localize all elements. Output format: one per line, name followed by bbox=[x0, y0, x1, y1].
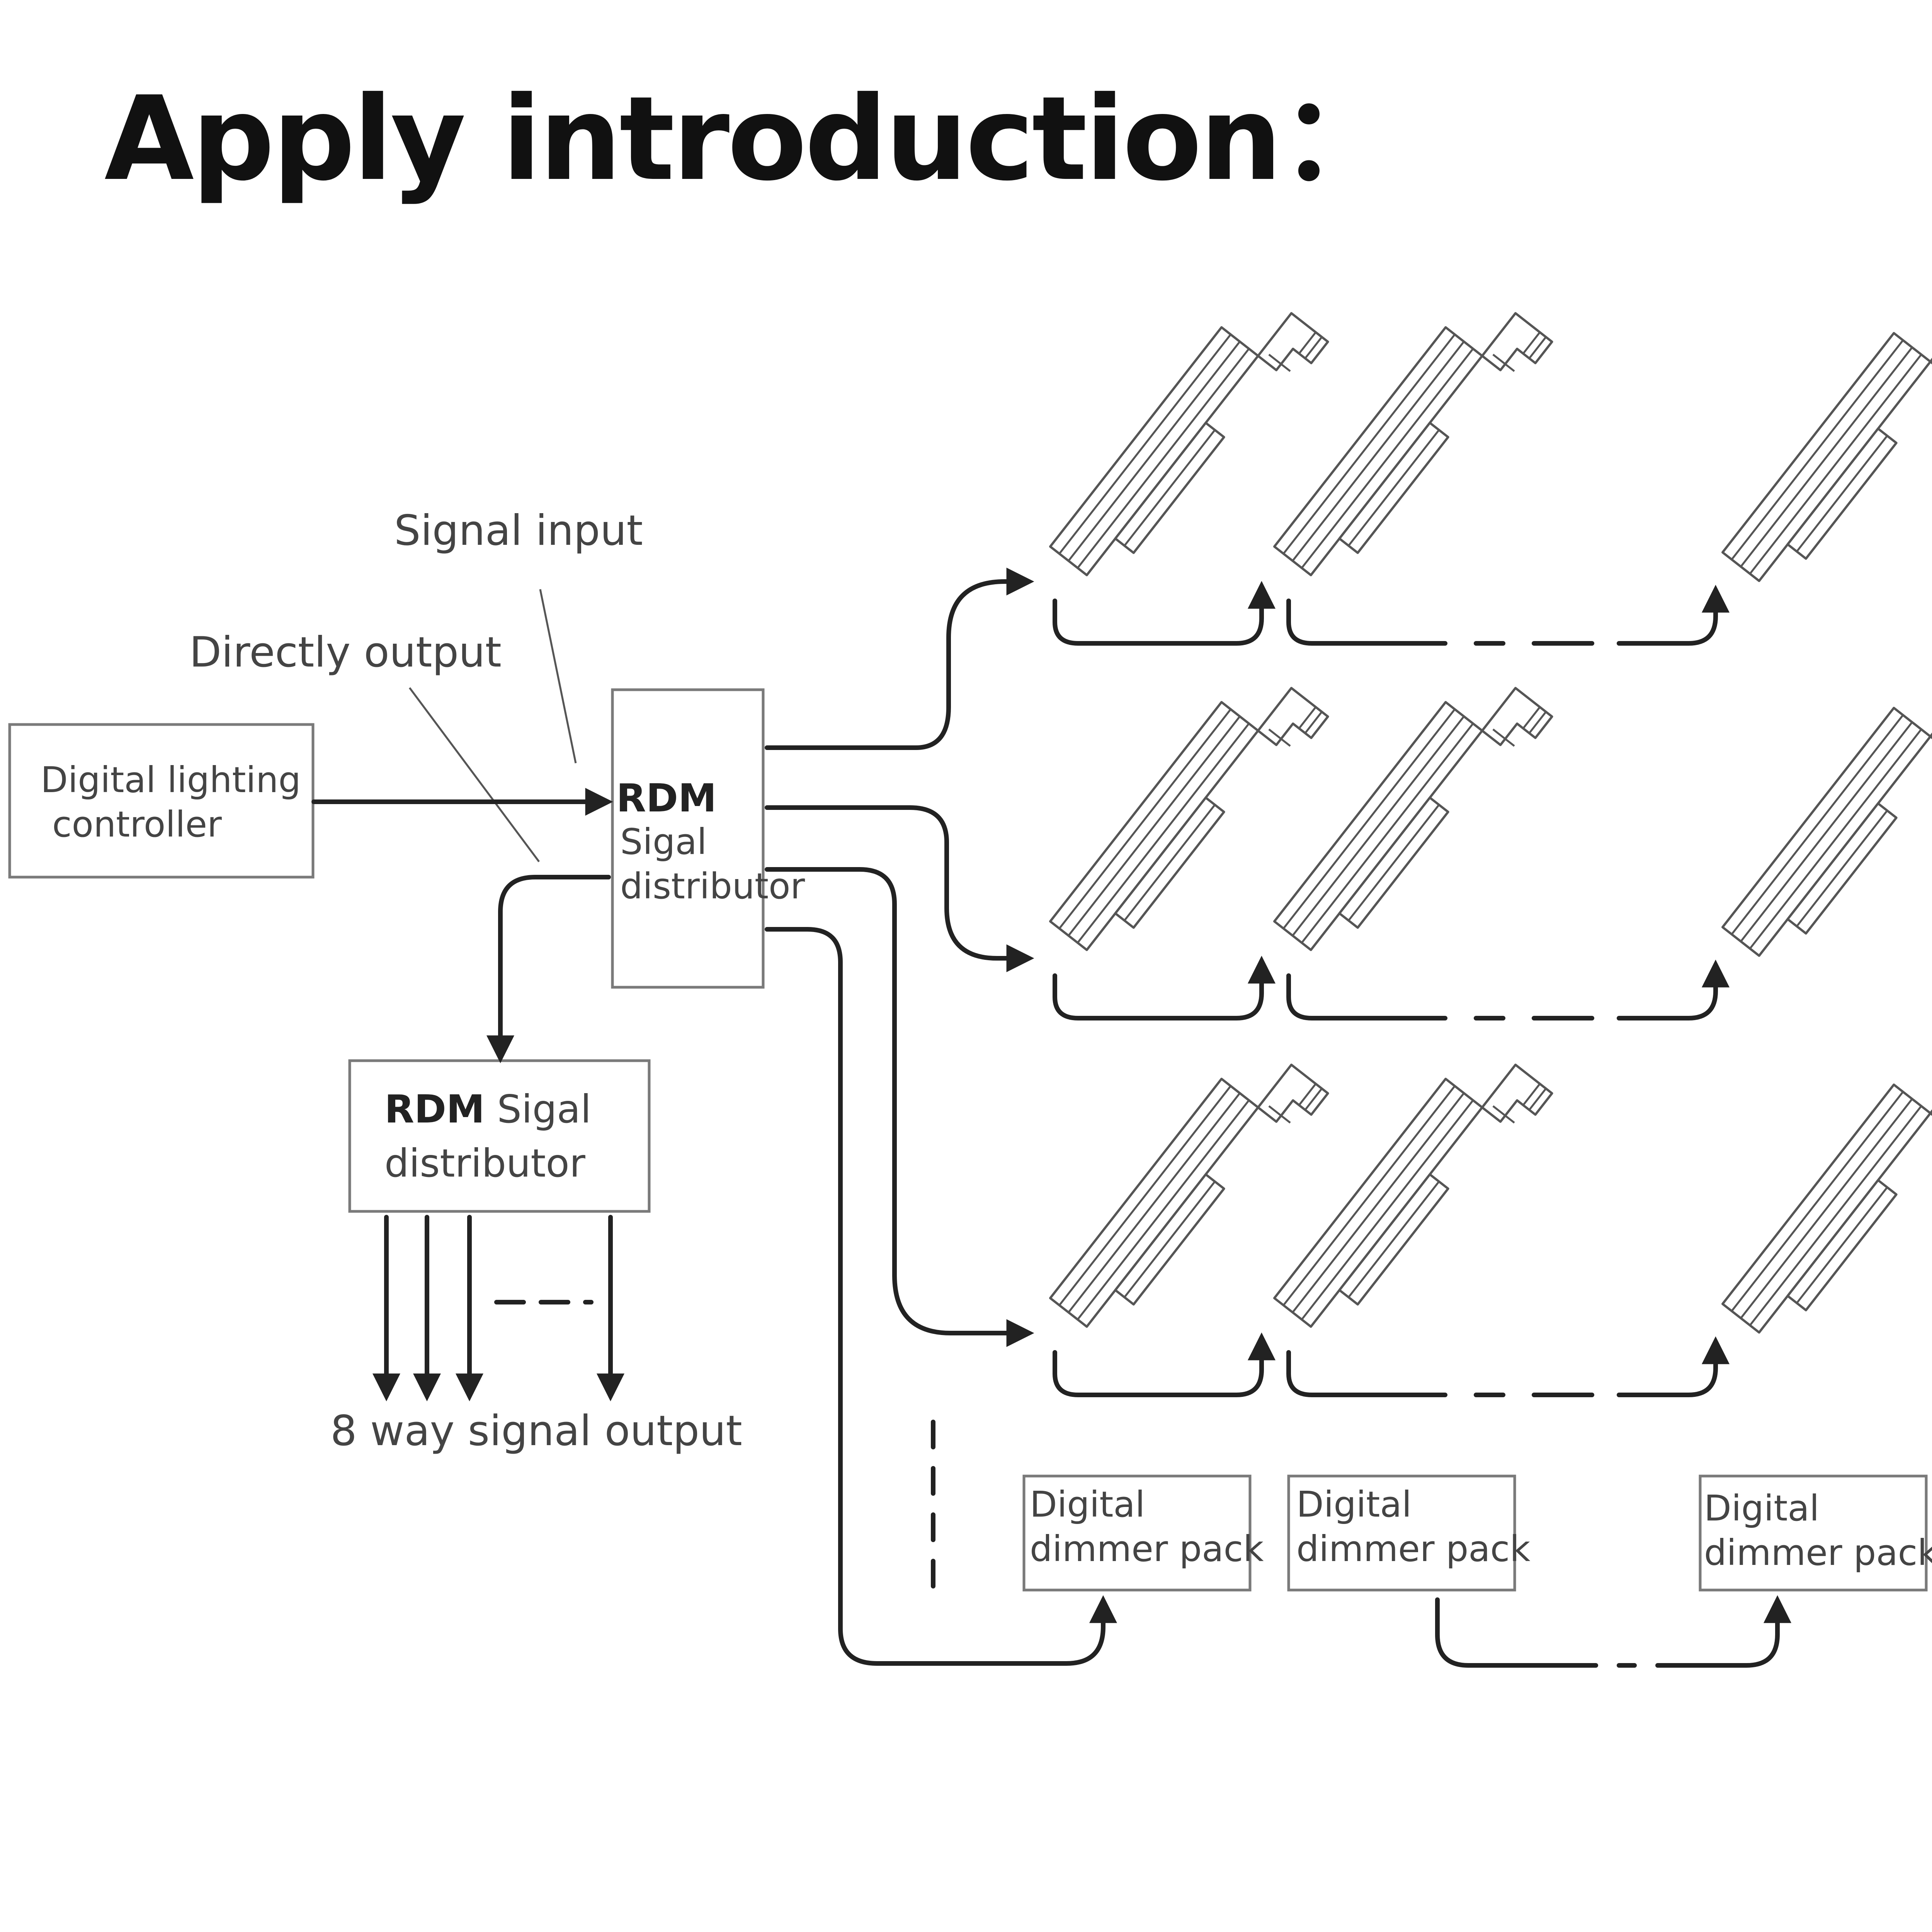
dimmer-chain-arrow bbox=[1682, 1595, 1791, 1668]
wall-washer-fixture-icon bbox=[1723, 291, 1932, 609]
main-distributor-label-line1: RDM bbox=[616, 776, 717, 821]
signal-input-label: Signal input bbox=[394, 507, 643, 555]
eight-way-output-label: 8 way signal output bbox=[330, 1407, 742, 1455]
feed-row-1-arrow bbox=[765, 568, 1034, 750]
dimmer-pack-box bbox=[1022, 1475, 1252, 1592]
feed-row-2-arrow bbox=[765, 805, 1034, 972]
directly-output-pointer bbox=[408, 687, 540, 862]
wall-washer-fixture-icon bbox=[1723, 665, 1932, 984]
dimmer-pack-label-line1: Digital bbox=[1704, 1488, 1819, 1529]
main-distributor-label-line2: Sigal bbox=[620, 821, 707, 862]
dimmer-pack-2: Digital dimmer pack bbox=[1287, 1475, 1531, 1592]
signal-input-pointer bbox=[539, 589, 577, 764]
secondary-distributor-label-rest: Sigal bbox=[485, 1087, 592, 1132]
secondary-distributor-label-line2: distributor bbox=[384, 1141, 586, 1186]
digital-lighting-controller bbox=[8, 723, 315, 879]
rdm-signal-distributor-main bbox=[611, 688, 765, 989]
fixture-row-3 bbox=[1050, 1036, 1932, 1397]
dimmer-pack-box bbox=[1699, 1475, 1928, 1592]
chain-line bbox=[1286, 1350, 1389, 1397]
secondary-distributor-label-line1: RDM Sigal bbox=[384, 1087, 591, 1132]
chain-arrow bbox=[1053, 956, 1276, 1020]
dimmer-pack-label-line1: Digital bbox=[1296, 1484, 1412, 1525]
wall-washer-fixture-icon bbox=[1723, 1042, 1932, 1361]
secondary-distributor-label-bold: RDM bbox=[384, 1087, 485, 1132]
direct-output-arrow bbox=[486, 875, 611, 1063]
controller-label-line2: controller bbox=[52, 804, 222, 845]
dimmer-pack-label-line2: dimmer pack bbox=[1704, 1532, 1932, 1573]
dimmer-pack-1: Digital dimmer pack bbox=[1022, 1475, 1264, 1592]
dimmer-chain-line bbox=[1435, 1597, 1556, 1668]
rdm-signal-distributor-secondary bbox=[348, 1059, 651, 1213]
dimmer-pack-label-line2: dimmer pack bbox=[1296, 1528, 1531, 1570]
feed-dimmer-arrow bbox=[765, 927, 1117, 1666]
dimmer-pack-box bbox=[1287, 1475, 1516, 1592]
directly-output-label: Directly output bbox=[189, 628, 502, 677]
chain-arrow bbox=[1617, 1336, 1730, 1397]
chain-arrow bbox=[1617, 959, 1730, 1020]
main-distributor-label-line3: distributor bbox=[620, 866, 805, 907]
page-title: Apply introduction： bbox=[104, 71, 1396, 206]
controller-label-line1: Digital lighting bbox=[41, 759, 301, 801]
fixture-row-1 bbox=[1050, 285, 1932, 646]
chain-line bbox=[1286, 599, 1389, 646]
fixture-row-2 bbox=[1050, 660, 1932, 1020]
feed-row-3-arrow bbox=[765, 867, 1034, 1347]
chain-arrow bbox=[1617, 585, 1730, 646]
chain-arrow bbox=[1053, 581, 1276, 646]
dimmer-pack-label-line2: dimmer pack bbox=[1030, 1528, 1264, 1570]
chain-line bbox=[1286, 973, 1389, 1020]
dimmer-pack-label-line1: Digital bbox=[1030, 1484, 1145, 1525]
dimmer-pack-3: Digital dimmer pack bbox=[1699, 1475, 1932, 1592]
chain-arrow bbox=[1053, 1332, 1276, 1397]
